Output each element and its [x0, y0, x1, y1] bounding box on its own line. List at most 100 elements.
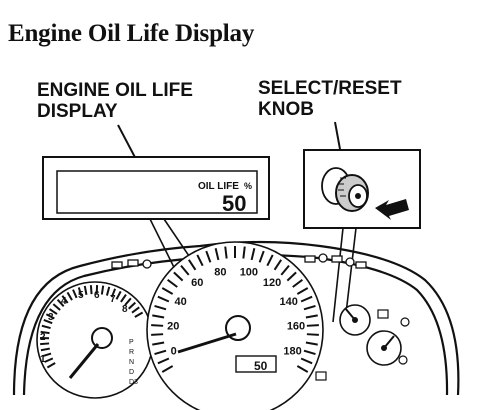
tach-tick	[40, 330, 50, 335]
speedo-tick	[273, 259, 282, 271]
speedometer: 0 20 40 60 80 100 120 140 160 180 50	[146, 241, 324, 410]
tach-tick	[72, 289, 78, 299]
callout-display-line1: ENGINE OIL LIFE	[37, 80, 193, 101]
tach-tick	[115, 290, 122, 300]
tach-tick	[105, 286, 111, 296]
lcd-inset: OIL LIFE % 50	[42, 156, 270, 220]
tach-tick-marks	[40, 285, 144, 369]
speedo-tick	[214, 248, 220, 261]
speedo-tick	[154, 304, 167, 311]
tach-tick	[124, 297, 132, 306]
lcd-percent-unit: %	[244, 181, 252, 191]
knob-inset	[303, 149, 421, 229]
callout-select-reset-knob: SELECT/RESET KNOB	[258, 78, 402, 120]
temp-gauge	[366, 330, 402, 366]
speedo-tick	[180, 265, 190, 276]
speedo-tick-marks	[151, 246, 319, 373]
tach-tick	[42, 352, 52, 358]
tach-tick	[40, 347, 50, 352]
speedo-tick	[306, 324, 319, 327]
speedo-tick	[161, 365, 174, 373]
warning-lamps	[111, 253, 367, 269]
speedo-tick-labels: 0 20 40 60 80 100 120 140 160 180	[167, 266, 305, 357]
tach-tick	[52, 303, 61, 311]
speedo-label: 60	[191, 277, 203, 289]
speedo-label: 40	[174, 296, 186, 308]
speedo-tick	[152, 341, 165, 346]
speedo-tick	[296, 365, 309, 373]
tach-tick	[110, 288, 117, 298]
speedo-label: 160	[287, 320, 305, 332]
speedo-tick	[224, 246, 228, 259]
tach-label-6: 6	[94, 290, 100, 301]
speedo-tick	[167, 279, 178, 288]
speedo-tick	[280, 265, 290, 276]
speedo-tick	[303, 349, 316, 356]
lcd-oil-life-label: OIL LIFE	[198, 181, 239, 192]
tach-tick	[41, 324, 51, 330]
speedo-label: 0	[171, 346, 177, 358]
tach-label-1: 1	[40, 354, 46, 365]
speedo-tick	[300, 357, 313, 365]
gear-indicator: P R N D D3	[129, 339, 138, 386]
fuel-gauge	[339, 304, 371, 336]
tach-tick	[128, 301, 136, 310]
select-reset-knob-icon	[321, 167, 369, 212]
tach-label-4: 4	[61, 296, 67, 307]
speedo-tick	[258, 250, 265, 263]
speedo-tick	[286, 271, 297, 282]
tach-label-3: 3	[48, 312, 54, 323]
svg-text:P: P	[129, 339, 134, 346]
speedo-label: 20	[167, 320, 179, 332]
callout-knob-line2: KNOB	[258, 99, 314, 120]
speedo-tick	[300, 295, 313, 303]
speedo-tick	[305, 341, 318, 346]
speedo-label: 120	[263, 277, 281, 289]
speedo-tick	[161, 287, 174, 295]
tach-tick	[40, 342, 50, 346]
callout-oil-life-display: ENGINE OIL LIFE DISPLAY	[37, 80, 193, 122]
speedo-label: 80	[214, 266, 226, 278]
speedo-tick	[305, 314, 318, 319]
tach-tick	[46, 362, 56, 369]
tach-tick	[83, 285, 88, 295]
speedo-tick	[154, 349, 167, 356]
tach-tick	[61, 295, 69, 304]
svg-text:D: D	[129, 369, 134, 376]
speedo-tick	[250, 248, 256, 261]
speedo-tick	[157, 357, 170, 365]
speedo-tick	[188, 259, 197, 271]
speedo-tick	[151, 333, 164, 336]
page-title: Engine Oil Life Display	[8, 20, 255, 47]
speedo-tick	[292, 279, 303, 288]
speedo-tick	[151, 324, 164, 327]
speedo-tick	[266, 254, 274, 267]
press-arrow-icon	[375, 199, 409, 220]
speedo-tick	[296, 287, 309, 295]
speedo-needle	[177, 332, 237, 354]
speedo-tick	[205, 250, 212, 263]
callout-display-line2: DISPLAY	[37, 101, 118, 122]
tachometer: 1 2 3 4 5 6 7 8	[36, 281, 154, 399]
speedo-tick	[303, 304, 316, 311]
tach-label-7: 7	[110, 294, 116, 305]
tach-tick	[45, 313, 55, 320]
speedo-tick	[306, 333, 319, 336]
speedo-label: 140	[280, 296, 298, 308]
cluster-mini-lcd-value: 50	[254, 359, 268, 373]
speedo-tick	[242, 246, 246, 259]
tach-tick	[44, 357, 54, 363]
speedo-label: 100	[240, 266, 258, 278]
tach-tick	[77, 287, 83, 297]
tach-label-8: 8	[122, 304, 128, 315]
tach-label-2: 2	[40, 332, 46, 343]
speedo-label: 180	[283, 346, 301, 358]
tach-tick	[131, 306, 140, 314]
tach-tick	[100, 285, 105, 295]
svg-text:N: N	[129, 359, 134, 366]
speedo-tick	[152, 314, 165, 319]
tach-tick	[48, 308, 58, 315]
tach-tick	[56, 299, 65, 307]
right-indicator-lamps	[315, 309, 410, 381]
svg-text:R: R	[129, 349, 134, 356]
